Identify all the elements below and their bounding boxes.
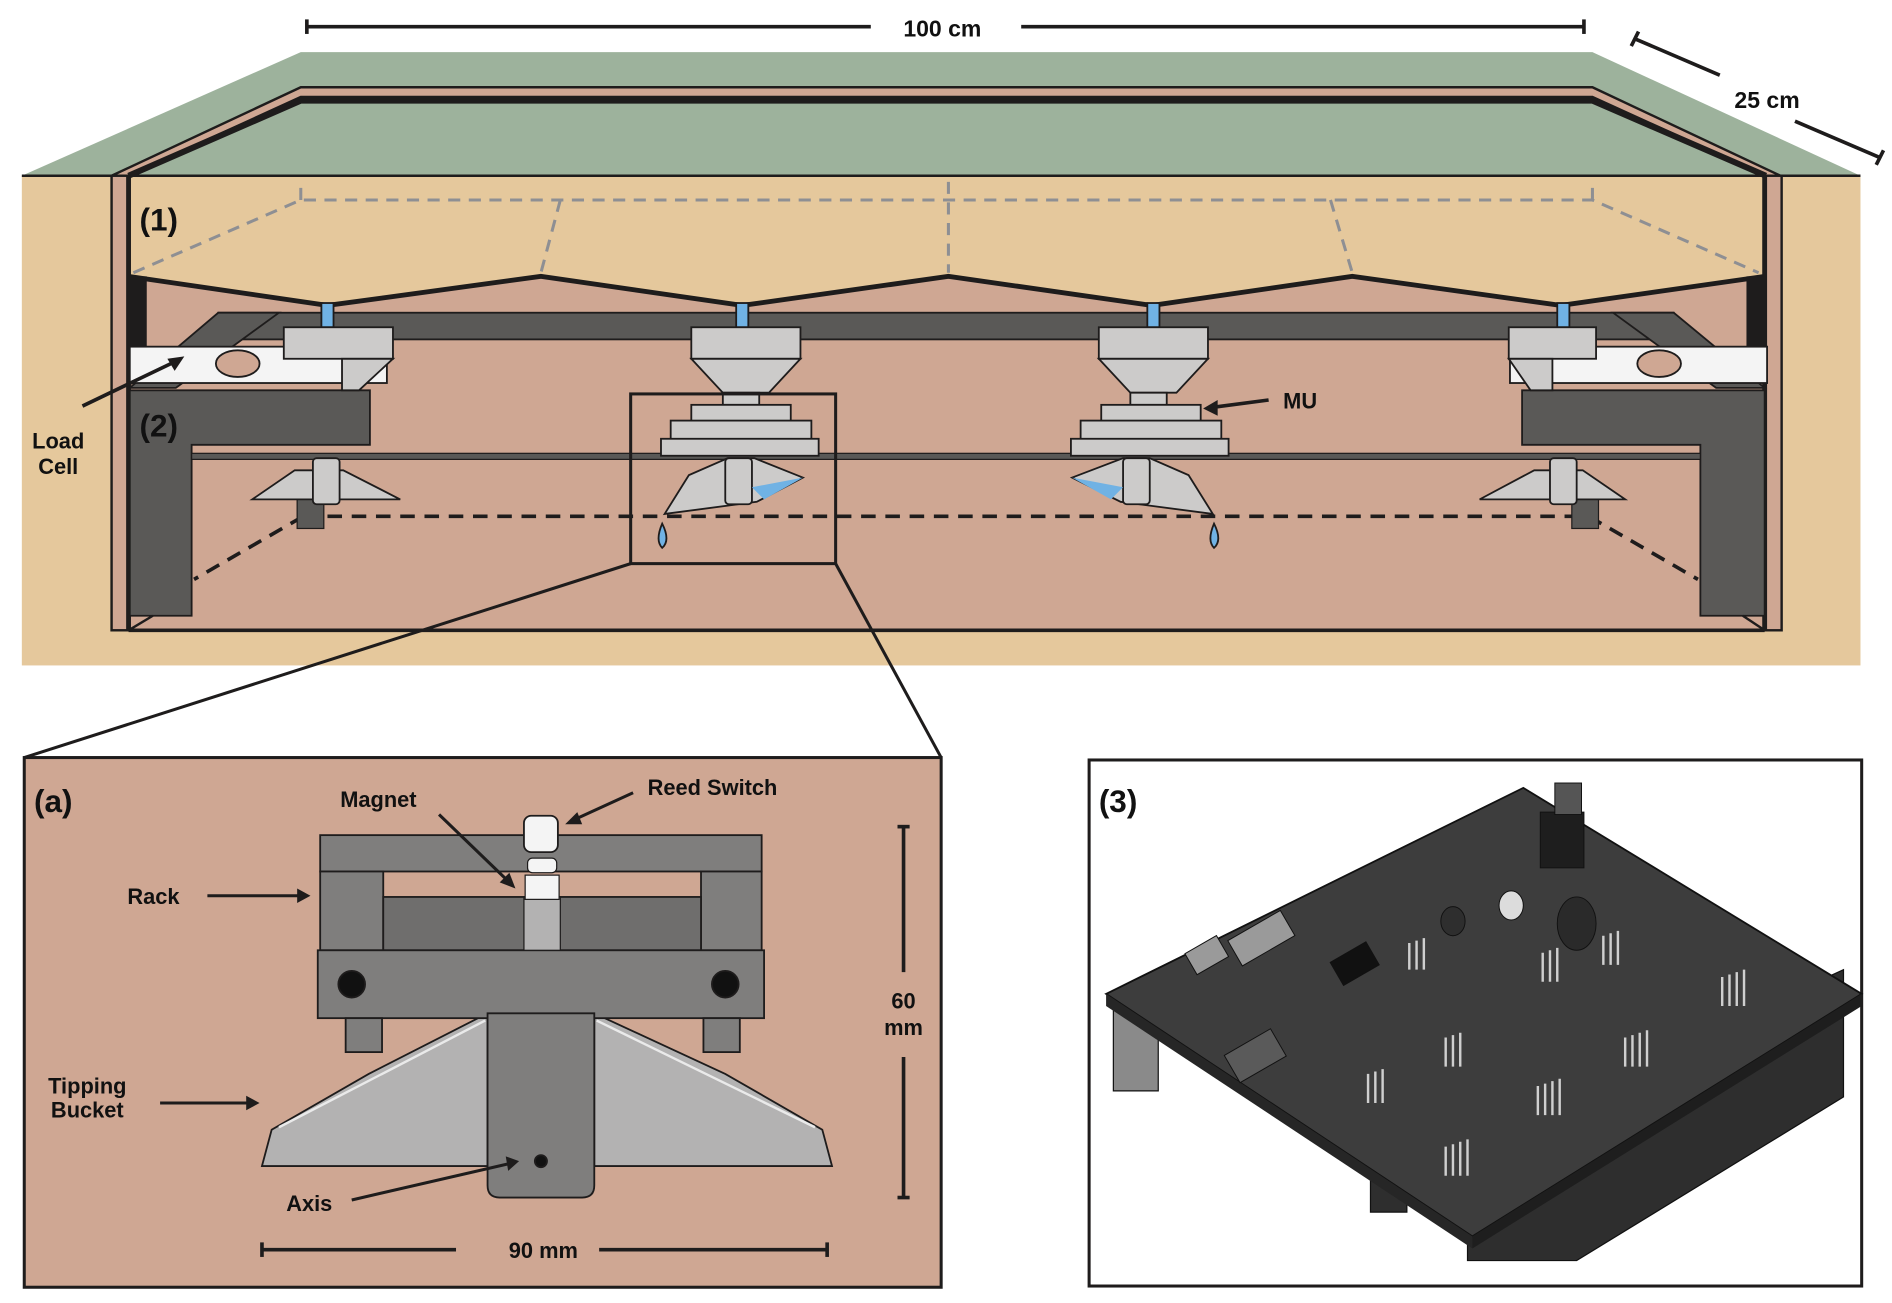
panel-label-3: (3)	[1099, 783, 1138, 819]
frame-left	[128, 389, 371, 617]
zoom-callout-box	[629, 392, 838, 566]
frame-top-rail	[217, 311, 1675, 341]
tipping-bucket-label-line1: Tipping	[48, 1073, 126, 1098]
drainage-funnel-floor	[128, 273, 1765, 308]
measuring-unit-4	[1479, 326, 1629, 506]
measuring-unit-3	[1069, 326, 1230, 550]
tipping-bucket-label-line2: Bucket	[51, 1098, 124, 1123]
container-wall-left	[110, 174, 130, 632]
panel-label-2: (2)	[139, 407, 178, 443]
tipping-bucket-shape	[260, 1011, 834, 1167]
mu-label: MU	[1283, 388, 1317, 413]
magnet-holder	[523, 896, 561, 951]
load-cell-label-line1: Load	[32, 428, 84, 453]
dimension-width: 25 cm	[1629, 30, 1886, 166]
reed-switch	[523, 814, 559, 854]
grass-surface	[21, 52, 1861, 176]
panel-label-a: (a)	[34, 783, 73, 819]
rack-label: Rack	[127, 884, 180, 909]
container-wall-right	[1763, 174, 1783, 632]
height-label-line1: 60	[891, 988, 915, 1013]
lysimeter-block	[21, 52, 1861, 760]
height-label-line2: mm	[884, 1015, 923, 1040]
measuring-unit-2	[657, 326, 820, 550]
reed-switch-label: Reed Switch	[648, 775, 778, 800]
measuring-unit-1	[249, 326, 401, 506]
axis-label: Axis	[286, 1191, 332, 1216]
inset-width-label: 90 mm	[509, 1238, 578, 1263]
logger-pcb-panel: (3)	[1087, 758, 1864, 1288]
inset-tipping-bucket: (a) Magnet	[22, 756, 943, 1289]
magnet-label: Magnet	[340, 787, 416, 812]
frame-right	[1521, 389, 1766, 617]
load-cell-label-line2: Cell	[38, 454, 78, 479]
dimension-length: 100 cm	[305, 15, 1586, 41]
panel-label-1: (1)	[139, 201, 178, 237]
width-label: 25 cm	[1734, 87, 1799, 113]
length-label: 100 cm	[903, 15, 981, 41]
magnet	[524, 874, 560, 900]
